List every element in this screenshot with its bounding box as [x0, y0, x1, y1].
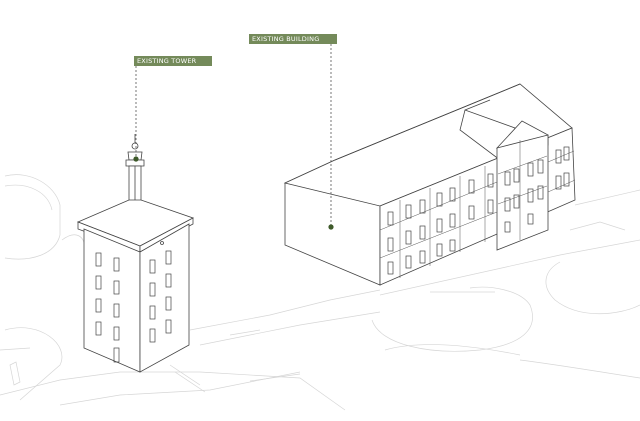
building-leader [328, 44, 334, 230]
building-windows [387, 146, 570, 275]
context-lines [0, 174, 640, 411]
tower-marker [133, 156, 139, 162]
tower-windows-left [95, 252, 120, 363]
building-marker [328, 224, 334, 230]
building-facade-lines [379, 140, 576, 278]
existing-building-label: EXISTING BUILDING [249, 34, 337, 44]
tower-leader [133, 66, 139, 162]
existing-tower-label: EXISTING TOWER [134, 56, 212, 66]
existing-tower [76, 134, 195, 373]
tower-windows-right [149, 250, 172, 343]
existing-building [283, 83, 576, 286]
